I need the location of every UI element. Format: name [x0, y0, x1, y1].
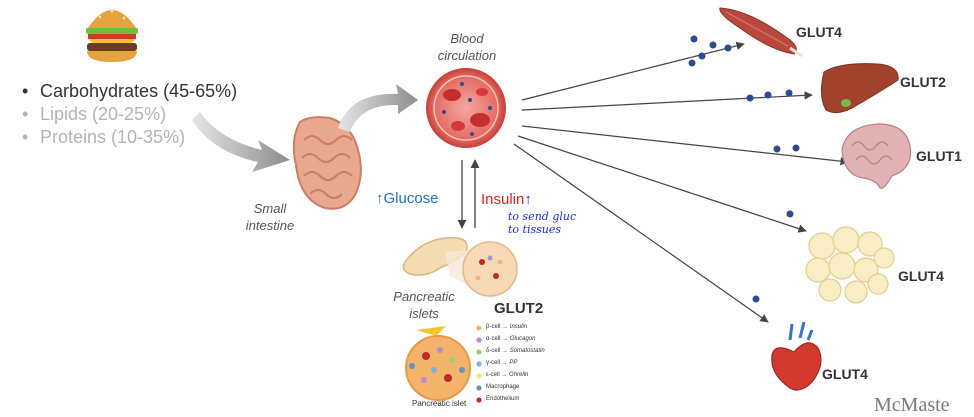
pancreatic-islets-label: Pancreatic islets	[393, 289, 455, 321]
glut-muscle-label: GLUT4	[796, 24, 842, 40]
islet-legend-markers	[476, 325, 482, 403]
intestine-to-blood-arrow	[338, 84, 418, 132]
pancreatic-islet-caption: Pancreatic islet	[412, 399, 467, 408]
legend-row: Macrophage	[486, 384, 520, 390]
liver-icon	[820, 63, 899, 114]
blood-vessel-icon	[426, 68, 506, 148]
arrow-to-brain	[521, 125, 849, 166]
macronutrient-list: •Carbohydrates (45-65%) •Lipids (20-25%)…	[22, 80, 237, 149]
glucose-label: ↑Glucose	[376, 190, 439, 207]
glut-brain-label: GLUT1	[916, 148, 962, 164]
islet-legend: β-cell → Insulin α-cell → Glucagon δ-cel…	[486, 323, 545, 407]
heart-icon	[771, 321, 822, 391]
arrow-to-liver	[521, 91, 813, 111]
legend-row: γ-cell → PP	[486, 360, 518, 366]
legend-row: ε-cell → Ghrelin	[486, 372, 529, 378]
blood-circulation-label: Blood circulation	[437, 31, 497, 63]
islet-icon	[445, 241, 518, 297]
legend-row: δ-cell → Somatostatin	[486, 348, 545, 354]
glucose-dots	[688, 35, 800, 303]
glut-adipose-label: GLUT4	[898, 268, 944, 284]
legend-row: β-cell → Insulin	[486, 324, 528, 330]
mcmaster-logo: McMaste	[874, 394, 950, 416]
burger-icon	[86, 9, 138, 62]
macronutrient-item: •Carbohydrates (45-65%)	[22, 81, 238, 101]
macronutrient-item: •Proteins (10-35%)	[22, 127, 186, 147]
legend-row: Endothelium	[486, 396, 520, 402]
arrow-to-adipose	[517, 135, 807, 233]
arrow-to-muscle	[521, 41, 745, 101]
muscle-icon	[719, 7, 803, 58]
glut-heart-label: GLUT4	[822, 366, 868, 382]
macronutrient-item: •Lipids (20-25%)	[22, 104, 167, 124]
list-to-intestine-arrow	[192, 112, 290, 172]
handwritten-note: to send gluc to tissues	[508, 210, 577, 236]
insulin-label: Insulin↑	[481, 191, 532, 208]
intestine-icon	[292, 116, 362, 210]
islet-inset	[405, 326, 471, 401]
up-arrow-icon: ↑	[524, 191, 532, 208]
arrow-to-heart	[513, 143, 769, 323]
up-arrow-icon: ↑	[376, 190, 384, 207]
small-intestine-label: Small intestine	[245, 201, 295, 233]
distribution-arrows	[513, 41, 849, 323]
legend-row: α-cell → Glucagon	[486, 336, 536, 342]
glut-liver-label: GLUT2	[900, 74, 946, 90]
adipose-icon	[805, 226, 895, 304]
brain-icon	[841, 123, 912, 189]
glut-pancreas-label: GLUT2	[494, 300, 544, 317]
